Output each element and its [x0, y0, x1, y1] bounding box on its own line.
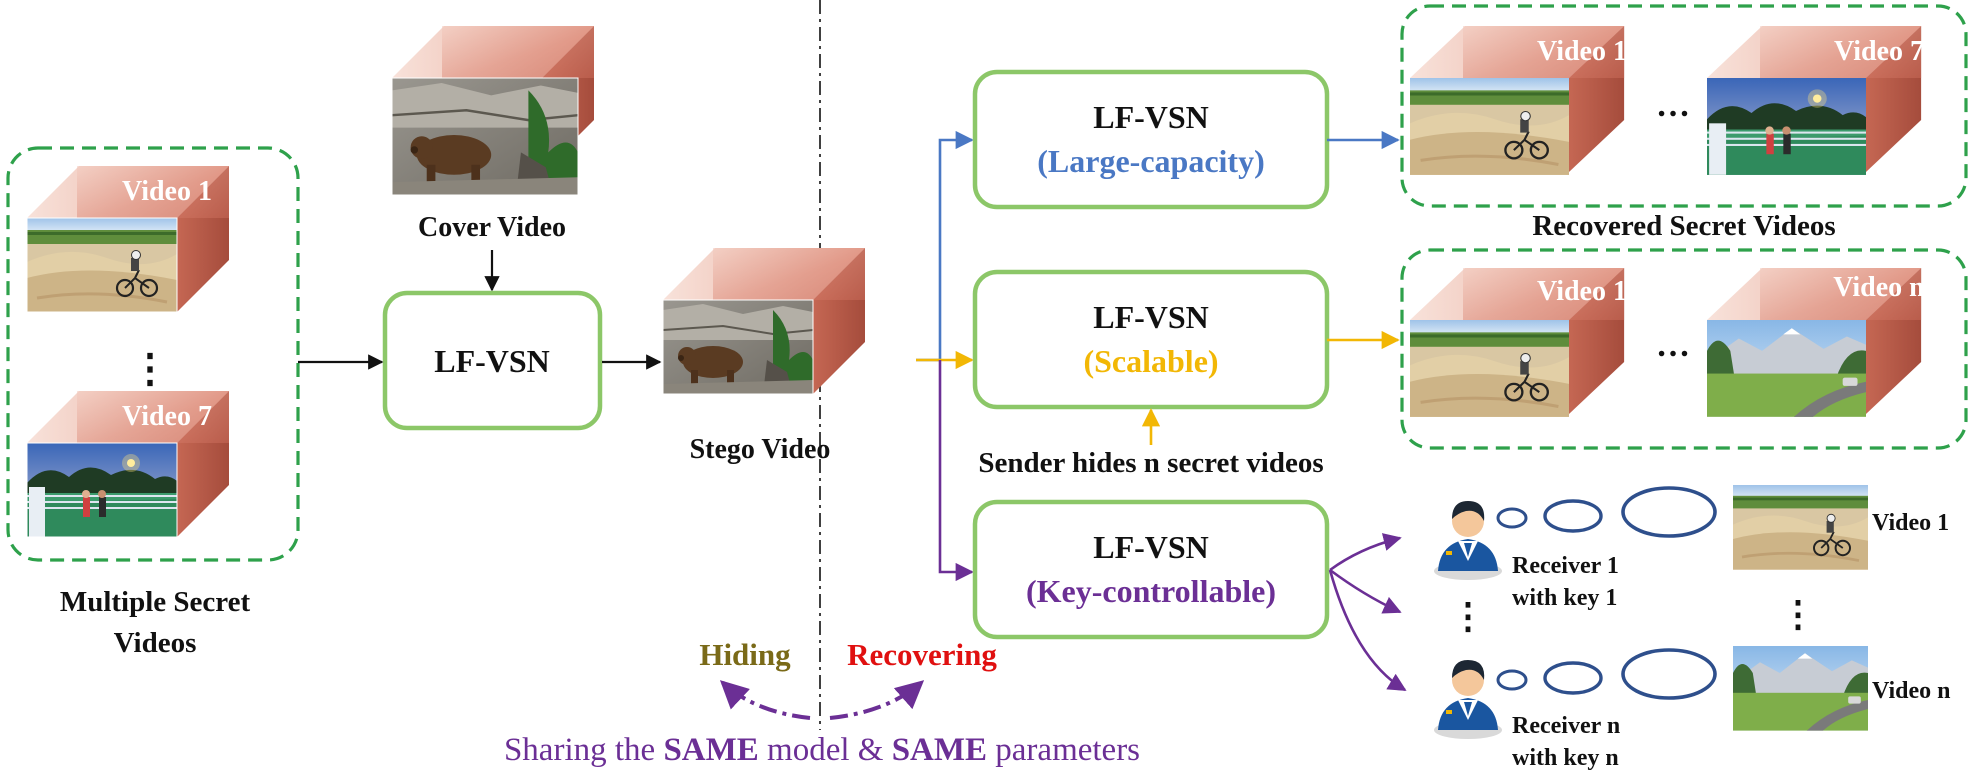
recovering-label: Recovering: [847, 637, 997, 672]
decoder-mode-large-capacity: (Large-capacity): [1037, 143, 1264, 179]
sharing-part3: parameters: [987, 732, 1140, 768]
secret-videos-group: [6, 146, 300, 562]
receiver-video-dots: ⋮: [1780, 594, 1816, 634]
recovered-top-label-b: Video 7: [1834, 36, 1924, 67]
recovered-mid-label-b: Video n: [1833, 272, 1925, 303]
decoder-mode-key-controllable: (Key-controllable): [1026, 573, 1276, 609]
decoder-box-large-capacity: [972, 69, 1330, 210]
stego-video-caption: Stego Video: [690, 434, 831, 465]
secret-caption-line1: Multiple Secret: [60, 586, 251, 618]
recovered-mid-dots: …: [1656, 327, 1690, 364]
receiver-n-video: [1733, 646, 1868, 731]
receiver-n-icon: [1434, 660, 1502, 739]
sharing-caption: Sharing the SAME model & SAME parameters: [504, 732, 1140, 768]
receiver-1-video-label: Video 1: [1872, 510, 1949, 536]
receiver-1-video: [1731, 483, 1870, 571]
key-arrow-3: [1328, 569, 1407, 692]
decoder-box-scalable: [972, 269, 1330, 410]
branch-purple: [938, 360, 974, 582]
decoder-box-key-controllable: [972, 499, 1330, 640]
receiver-n-line2: with key n: [1512, 745, 1619, 771]
branch-trunk-blue: [916, 130, 974, 362]
receiver-1-icon: [1434, 501, 1502, 580]
secret-video-label-bottom: Video 7: [122, 401, 212, 432]
stego-video-cube: [662, 248, 865, 395]
secret-video-cube-bottom: [26, 391, 229, 538]
hiding-label: Hiding: [699, 637, 791, 672]
recovered-caption: Recovered Secret Videos: [1532, 210, 1835, 242]
receiver-n-thought: [1496, 648, 1717, 700]
sharing-same2: SAME: [892, 732, 987, 768]
secret-caption-line2: Videos: [114, 627, 197, 659]
recovered-top-label-a: Video 1: [1537, 36, 1627, 67]
sharing-part2: model &: [759, 732, 892, 768]
cover-video-cube: [390, 26, 594, 196]
cover-video-caption: Cover Video: [418, 212, 566, 243]
key-arrow-1: [1329, 533, 1402, 572]
decoder-name-key-controllable: LF-VSN: [1093, 529, 1209, 565]
secret-video-cube-top: [25, 166, 229, 314]
secret-video-dots: ⋮: [130, 346, 170, 391]
receiver-1-line1: Receiver 1: [1512, 553, 1619, 579]
recovered-group-middle: [1400, 248, 1968, 450]
secret-video-label-top: Video 1: [122, 176, 212, 207]
sharing-part1: Sharing the: [504, 732, 663, 768]
decoder-name-large-capacity: LF-VSN: [1093, 99, 1209, 135]
key-arrow-2: [1329, 568, 1402, 614]
recovered-mid-label-a: Video 1: [1537, 276, 1627, 307]
receiver-n-line1: Receiver n: [1512, 713, 1620, 739]
encoder-box: [382, 290, 603, 431]
encoder-label: LF-VSN: [434, 343, 550, 379]
sharing-curve-arrow-right: [829, 680, 925, 720]
receiver-n-video-label: Video n: [1872, 678, 1950, 704]
decoder-mode-scalable: (Scalable): [1083, 343, 1218, 379]
recovered-top-dots: …: [1656, 87, 1690, 124]
receiver-1-thought: [1496, 486, 1717, 538]
receiver-dots: ⋮: [1450, 596, 1486, 636]
decoder-name-scalable: LF-VSN: [1093, 299, 1209, 335]
recovered-group-top: [1400, 4, 1968, 208]
sender-note: Sender hides n secret videos: [978, 447, 1323, 479]
receiver-1-line2: with key 1: [1512, 585, 1617, 611]
sharing-curve-arrow: [719, 680, 811, 720]
sharing-same1: SAME: [663, 732, 758, 768]
